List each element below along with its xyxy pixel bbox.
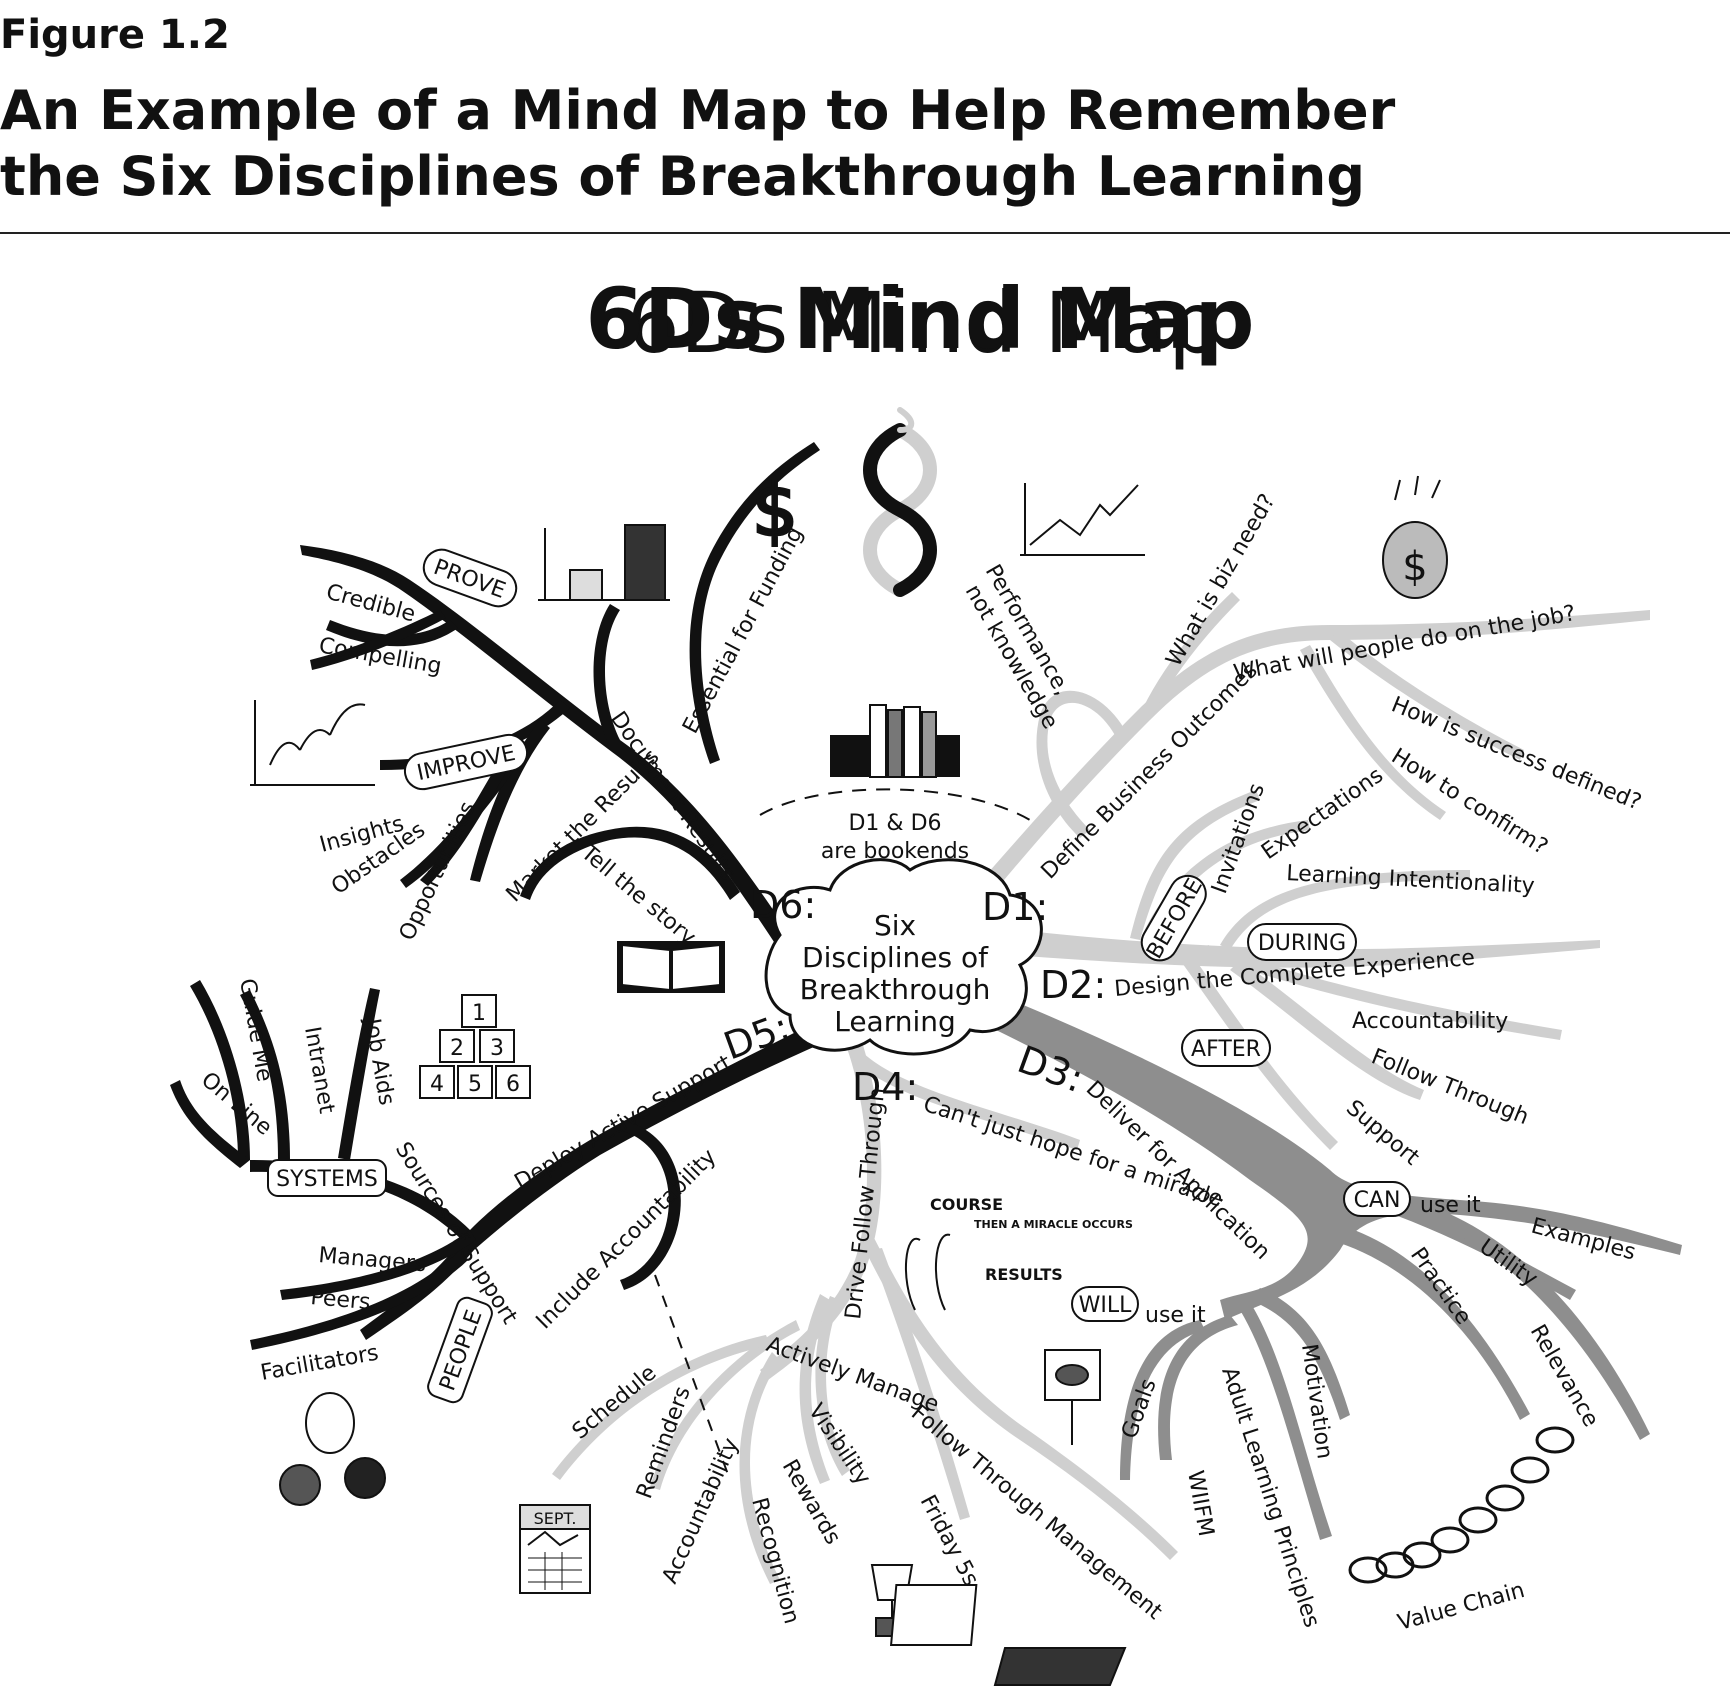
svg-text:2: 2 <box>450 1036 464 1061</box>
center-line-2: Disciplines of <box>802 941 989 974</box>
football-sign-icon <box>1044 1349 1101 1445</box>
figure-title: An Example of a Mind Map to Help Remembe… <box>0 78 1400 210</box>
systems-badge: SYSTEMS <box>267 1159 387 1197</box>
number-blocks-icon: 1 2 3 4 5 6 <box>419 994 531 1099</box>
d5-item-managers: Managers <box>317 1243 427 1277</box>
svg-text:SEPT.: SEPT. <box>534 1509 577 1528</box>
accountability-link-arrow <box>654 1274 731 1481</box>
branch-d5 <box>170 980 830 1350</box>
will-badge: WILL use it <box>1071 1286 1206 1328</box>
money-bag-icon: $ <box>1382 475 1448 599</box>
center-line-4: Learning <box>834 1005 956 1038</box>
bar-chart-icon <box>538 524 670 601</box>
svg-text:use it: use it <box>1145 1303 1206 1328</box>
branch-d6 <box>300 442 820 945</box>
map-title-front: 6Ds Mind Map <box>585 270 1254 368</box>
branch-d1 <box>960 592 1650 915</box>
d5-item-intranet: Intranet <box>299 1025 339 1116</box>
bookends-line-1: D1 & D6 <box>848 811 941 836</box>
d3-item-practice: Practice <box>1405 1243 1476 1329</box>
up-trend-chart-icon <box>250 700 375 786</box>
d1-item-success: How is success defined? <box>1388 692 1645 815</box>
svg-text:THEN A MIRACLE OCCURS: THEN A MIRACLE OCCURS <box>974 1218 1133 1231</box>
d4-item-reminders: Reminders <box>632 1383 696 1502</box>
d6-code: D6: <box>750 883 816 927</box>
d2-item-intentionality: Learning Intentionality <box>1286 861 1535 899</box>
d4-item-friday-5s: Friday 5s <box>915 1491 984 1590</box>
center-node: Six Disciplines of Breakthrough Learning <box>764 858 1043 1056</box>
d4-item-schedule: Schedule <box>568 1360 662 1444</box>
books-icon <box>830 704 960 778</box>
calendar-icon: SEPT. <box>519 1504 591 1594</box>
can-badge: CAN use it <box>1343 1181 1481 1218</box>
svg-text:COURSE: COURSE <box>930 1195 1003 1214</box>
d4-name: Drive Follow Through <box>841 1086 890 1320</box>
people-badge: PEOPLE <box>427 1296 493 1404</box>
d5-item-guide-me: Guide Me <box>234 977 277 1084</box>
open-book-icon <box>617 941 725 993</box>
d3-item-value-chain: Value Chain <box>1395 1578 1527 1636</box>
during-badge: DURING <box>1247 923 1357 961</box>
figure-label: Figure 1.2 <box>0 12 230 58</box>
svg-text:3: 3 <box>490 1036 504 1061</box>
figure-title-line-1: An Example of a Mind Map to Help Remembe… <box>0 79 1396 142</box>
d3-item-goals: Goals <box>1117 1376 1162 1442</box>
svg-text:6: 6 <box>506 1072 520 1097</box>
d2-item-support: Support <box>1341 1095 1424 1170</box>
d4-item-rewards: Rewards <box>777 1456 845 1549</box>
branch-d3 <box>955 985 1682 1540</box>
d2-item-accountability: Accountability <box>1352 1009 1508 1034</box>
map-title: 6Ds Mind Map <box>627 274 1222 372</box>
center-line-1: Six <box>874 909 916 942</box>
center-line-3: Breakthrough <box>800 973 991 1006</box>
d6-item-opportunities: Opportunities <box>395 798 481 945</box>
d5-item-peers: Peers <box>309 1285 371 1315</box>
svg-text:4: 4 <box>430 1072 444 1097</box>
svg-text:DURING: DURING <box>1258 931 1346 956</box>
bookends-line-2: are bookends <box>821 839 969 864</box>
title-divider <box>0 232 1730 234</box>
d6-item-tell-story: Tell the story <box>575 840 700 951</box>
branch-d4 <box>552 1024 1178 1584</box>
figure-title-line-2: the Six Disciplines of Breakthrough Lear… <box>0 145 1366 208</box>
d3-item-utility: Utility <box>1475 1234 1542 1292</box>
laptop-icon <box>889 1584 1127 1686</box>
d2-item-expectations: Expectations <box>1257 763 1388 865</box>
svg-text:SYSTEMS: SYSTEMS <box>276 1167 378 1192</box>
bookends-arc <box>759 788 1031 821</box>
after-badge: AFTER <box>1181 1029 1271 1067</box>
d2-code: D2: <box>1040 963 1106 1007</box>
d4-item-recognition: Recognition <box>746 1495 804 1627</box>
svg-text:WILL: WILL <box>1079 1293 1132 1318</box>
chain-icon <box>1348 1426 1575 1584</box>
svg-text:$: $ <box>752 468 798 552</box>
d5-item-facilitators: Facilitators <box>259 1341 381 1386</box>
svg-text:$: $ <box>1402 544 1427 590</box>
cartoon-miracle-icon: COURSE THEN A MIRACLE OCCURS RESULTS <box>905 1195 1133 1311</box>
svg-text:1: 1 <box>472 1001 486 1026</box>
svg-text:5: 5 <box>468 1072 482 1097</box>
svg-text:AFTER: AFTER <box>1191 1037 1261 1062</box>
line-chart-icon <box>1020 483 1145 556</box>
d3-item-wiifm: WIIFM <box>1182 1469 1218 1539</box>
people-faces-icon <box>279 1392 386 1506</box>
d1-code: D1: <box>982 885 1048 929</box>
helix-icon <box>863 407 937 597</box>
svg-text:RESULTS: RESULTS <box>985 1265 1063 1284</box>
d4-code: D4: <box>852 1065 918 1109</box>
svg-text:use it: use it <box>1420 1193 1481 1218</box>
dollar-sign-icon: $ <box>751 467 800 554</box>
svg-text:CAN: CAN <box>1354 1188 1401 1213</box>
